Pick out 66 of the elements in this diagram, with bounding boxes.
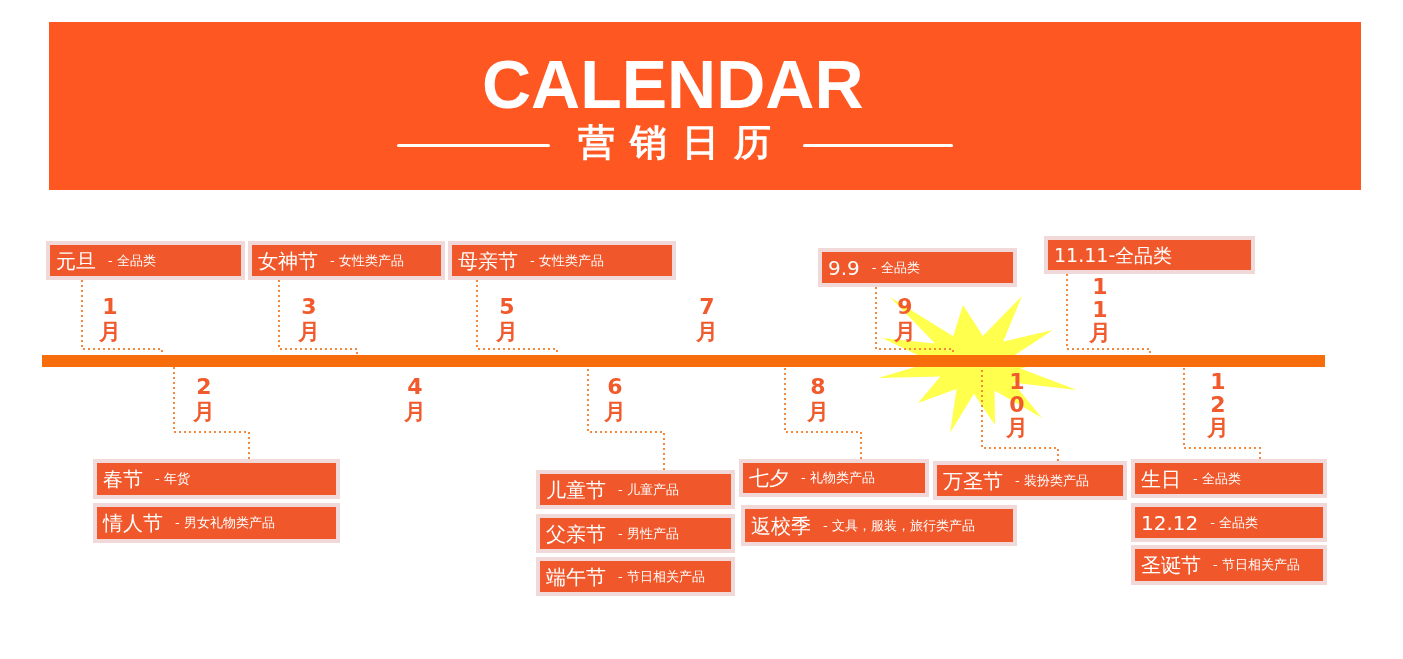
event-category: - 全品类: [108, 252, 156, 269]
event-name: 12.12: [1141, 510, 1199, 535]
event-name: 女神节: [258, 248, 318, 273]
leader-line: [1183, 366, 1261, 460]
event-category: - 节日相关产品: [1213, 557, 1300, 573]
month-label: 6月: [603, 374, 627, 424]
event-box: [248, 241, 445, 280]
event-name: 11.11-全品类: [1054, 243, 1173, 267]
event-category: - 女性类产品: [530, 252, 604, 269]
event-category: - 男性产品: [618, 525, 679, 542]
event-box: [818, 248, 1017, 287]
event-box: [93, 503, 340, 543]
event-box: [1131, 545, 1327, 585]
event-box: [93, 459, 340, 499]
timeline-bar: [42, 355, 1325, 367]
leader-line: [784, 366, 862, 460]
leader-line: [173, 366, 250, 460]
month-label: 1月: [98, 294, 122, 344]
event-box: [1044, 236, 1255, 274]
leader-line: [587, 366, 665, 471]
event-name: 春节: [103, 467, 143, 491]
month-label: 7月: [695, 294, 719, 344]
subtitle: 营销日历: [578, 122, 771, 164]
event-box: [741, 505, 1017, 546]
event-name: 端午节: [546, 564, 606, 589]
event-name: 儿童节: [546, 477, 606, 502]
event-category: - 女性类产品: [330, 252, 404, 269]
event-category: - 装扮类产品: [1015, 472, 1089, 489]
event-category: - 文具，服装，旅行类产品: [823, 517, 975, 534]
leader-line: [1066, 273, 1151, 356]
event-box: [536, 514, 735, 553]
month-label: 4月: [403, 374, 427, 424]
event-category: - 全品类: [871, 259, 920, 276]
month-label: 5月: [495, 294, 519, 344]
event-category: - 男女礼物类产品: [175, 515, 275, 531]
event-box: [536, 470, 735, 509]
event-name: 父亲节: [546, 521, 606, 546]
event-name: 七夕: [749, 466, 789, 490]
event-name: 元旦: [56, 248, 96, 273]
event-name: 万圣节: [943, 468, 1003, 493]
event-category: - 年货: [155, 471, 190, 487]
event-box: [448, 241, 676, 280]
event-box: [933, 461, 1127, 500]
month-label: 11月: [1088, 275, 1112, 344]
event-category: - 节日相关产品: [618, 568, 705, 585]
event-category: - 儿童产品: [618, 481, 679, 498]
event-name: 情人节: [103, 511, 163, 535]
event-box: [536, 557, 735, 596]
event-name: 圣诞节: [1141, 553, 1201, 577]
title: CALENDAR: [482, 50, 864, 118]
event-category: - 全品类: [1193, 470, 1241, 487]
event-box: [46, 241, 245, 280]
event-name: 母亲节: [458, 248, 518, 273]
leader-line: [278, 279, 358, 356]
event-category: - 全品类: [1210, 514, 1259, 531]
event-box: [1131, 459, 1327, 498]
month-label: 12月: [1206, 370, 1230, 439]
month-label: 8月: [806, 374, 830, 424]
month-label: 2月: [192, 374, 216, 424]
event-box: [739, 459, 929, 497]
event-box: [1131, 503, 1327, 542]
event-category: - 礼物类产品: [801, 470, 875, 486]
event-name: 生日: [1141, 466, 1181, 491]
month-label: 3月: [297, 294, 321, 344]
event-name: 9.9: [828, 255, 860, 280]
event-name: 返校季: [751, 513, 811, 538]
